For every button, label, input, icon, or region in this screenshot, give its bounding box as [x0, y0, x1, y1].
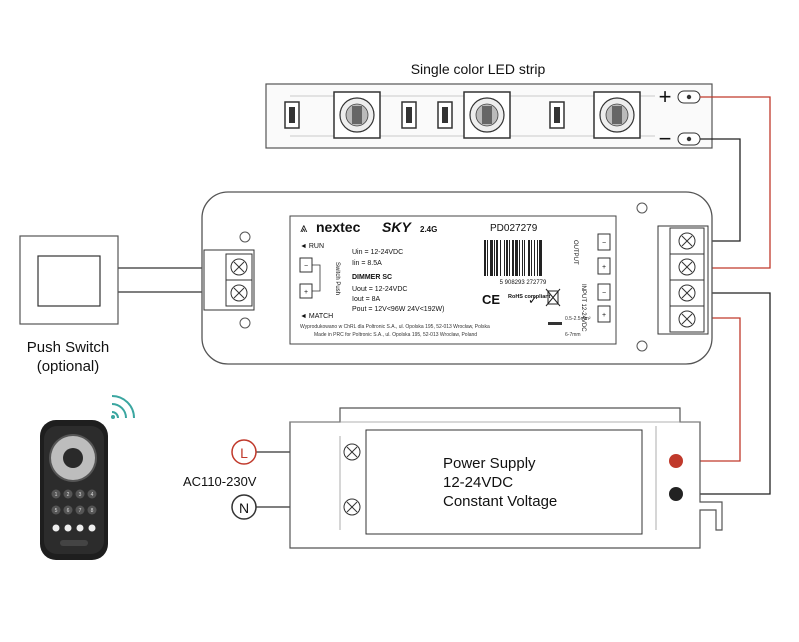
- footer-en: Made in PRC for Poltronic S.A., ul. Opol…: [314, 332, 477, 338]
- led-chip: [463, 91, 511, 139]
- remote-key-label: 5: [55, 508, 58, 514]
- wire-led-minus: [696, 138, 741, 242]
- label-term-plus: +: [304, 289, 308, 296]
- match-label: ◄ MATCH: [300, 313, 333, 320]
- led-minus-pad: [677, 132, 701, 146]
- wire-input-plus: [680, 317, 741, 462]
- switch-push-vertical: Switch Push: [334, 262, 340, 295]
- wireless-signal-icon: [111, 395, 135, 419]
- spec-iout: Iout = 8A: [352, 296, 381, 303]
- remote-key-label: 3: [79, 492, 82, 498]
- rohs-mark: RoHS compliant: [508, 294, 551, 300]
- check-icon: ✓: [528, 293, 538, 307]
- psu-voltage: 12-24VDC: [443, 474, 513, 491]
- remote-key: [51, 489, 61, 499]
- remote-key-label: 7: [79, 508, 82, 514]
- remote-control: 1 2 3 4 5 6 7 8: [40, 395, 135, 560]
- wire-ref-2: 6-7mm: [565, 332, 581, 338]
- nextec-logo-mark: ⩓: [300, 220, 308, 235]
- label-in-plus: +: [602, 312, 606, 319]
- push-switch-optional: (optional): [37, 358, 100, 375]
- dimmer-type: DIMMER SC: [352, 274, 392, 281]
- remote-key-label: 4: [91, 492, 94, 498]
- wire-led-plus: [696, 96, 771, 269]
- input-label: INPUT 12-24VDC: [580, 284, 586, 332]
- dimmer-controller: ⩓ nextec SKY 2.4G PD027279 ◄ RUN ◄ MATCH…: [201, 191, 713, 365]
- remote-key-white: [64, 524, 72, 532]
- resistor: [284, 101, 300, 129]
- psu-title: Power Supply: [443, 455, 536, 472]
- barcode-number: 5 908293 272779: [500, 280, 547, 286]
- remote-key: [51, 505, 61, 515]
- brand-sky: SKY: [382, 219, 412, 235]
- remote-key-white: [52, 524, 60, 532]
- band-label: 2.4G: [420, 225, 437, 234]
- spec-pout: Pout = 12V<96W 24V<192W): [352, 306, 444, 313]
- weee-bin-icon: [545, 288, 561, 307]
- remote-key-label: 6: [67, 508, 70, 514]
- live-label: L: [240, 445, 248, 461]
- remote-key: [75, 505, 85, 515]
- output-input-terminal-block: [657, 225, 709, 335]
- remote-key: [63, 505, 73, 515]
- footer-pl: Wyprodukowano w ChRL dla Poltronic S.A.,…: [300, 324, 490, 330]
- led-chip: [333, 91, 381, 139]
- ce-mark: CE: [482, 292, 500, 307]
- led-plus-sign: +: [659, 84, 672, 109]
- power-supply: Power Supply 12-24VDC Constant Voltage: [289, 407, 723, 549]
- switch-terminal-block: [203, 249, 255, 311]
- label-input-terminals: − + INPUT 12-24VDC: [580, 283, 611, 332]
- remote-keypad: 1 2 3 4 5 6 7 8: [51, 489, 97, 532]
- remote-key-label: 8: [91, 508, 94, 514]
- controller-label: ⩓ nextec SKY 2.4G PD027279 ◄ RUN ◄ MATCH…: [289, 215, 617, 345]
- led-chip: [593, 91, 641, 139]
- run-label: ◄ RUN: [300, 243, 324, 250]
- remote-key-label: 2: [67, 492, 70, 498]
- spec-iin: Iin = 8.5A: [352, 260, 382, 267]
- led-strip: Single color LED strip + −: [265, 61, 713, 151]
- psu-type: Constant Voltage: [443, 493, 557, 510]
- remote-key: [63, 489, 73, 499]
- remote-key: [75, 489, 85, 499]
- label-out-plus: +: [602, 264, 606, 271]
- remote-key: [87, 505, 97, 515]
- label-output-terminals: − + OUTPUT: [572, 233, 611, 275]
- push-switch: Push Switch (optional): [19, 235, 119, 375]
- led-minus-sign: −: [659, 126, 672, 151]
- label-switch-terminals: − + Switch Push: [299, 257, 340, 299]
- push-switch-label: Push Switch: [27, 339, 110, 356]
- spec-uin: Uin = 12-24VDC: [352, 249, 403, 256]
- label-term-minus: −: [304, 263, 308, 270]
- label-in-minus: −: [602, 290, 606, 297]
- remote-key-label: 1: [55, 492, 58, 498]
- remote-key-white: [76, 524, 84, 532]
- barcode: 5 908293 272779: [482, 238, 564, 286]
- label-out-minus: −: [602, 240, 606, 247]
- ac-terminals: [343, 443, 361, 516]
- spec-uout: Uout = 12-24VDC: [352, 286, 407, 293]
- led-strip-title: Single color LED strip: [411, 61, 546, 77]
- remote-key-white: [88, 524, 96, 532]
- brand-name: nextec: [316, 219, 361, 235]
- psu-plus-terminal: [669, 454, 683, 468]
- wire-input-minus: [680, 292, 771, 495]
- psu-minus-terminal: [669, 487, 683, 501]
- ac-voltage: AC110-230V: [183, 474, 257, 489]
- resistor: [401, 101, 417, 129]
- remote-key: [87, 489, 97, 499]
- resistor: [549, 101, 565, 129]
- neutral-label: N: [239, 500, 249, 516]
- led-plus-pad: [677, 90, 701, 104]
- output-label: OUTPUT: [572, 240, 578, 265]
- resistor: [437, 101, 453, 129]
- wire-ref-1: 0.5-2.5mm²: [565, 316, 591, 322]
- part-number: PD027279: [490, 223, 538, 234]
